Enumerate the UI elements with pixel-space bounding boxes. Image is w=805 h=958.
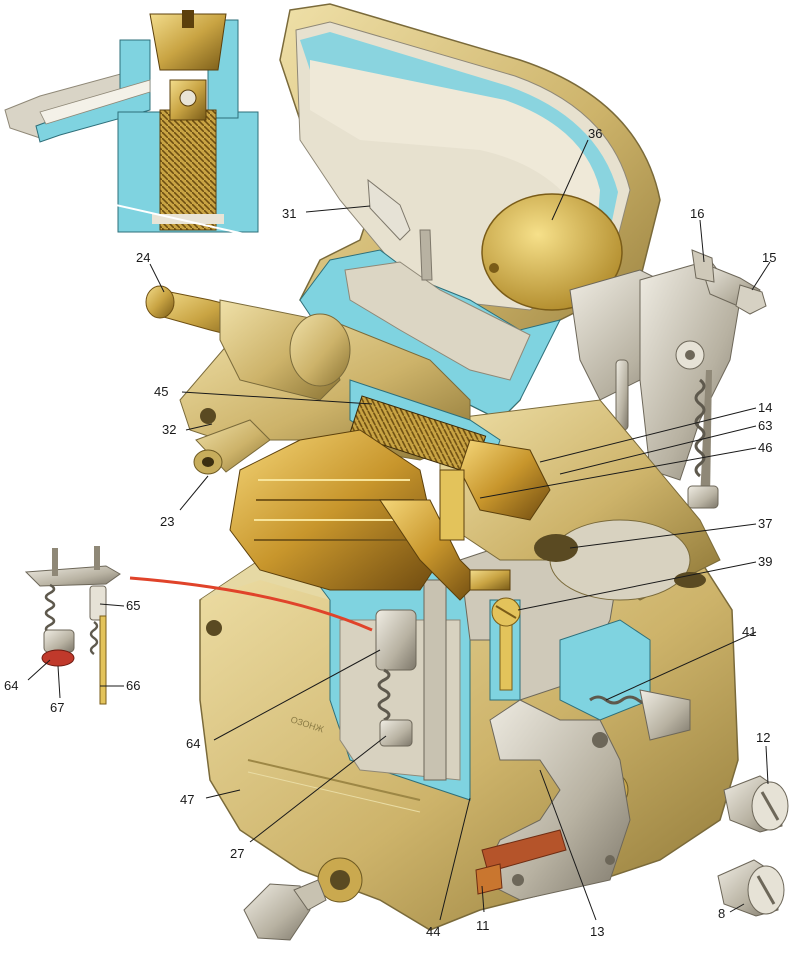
callout-11: 11 — [476, 918, 490, 933]
callout-46: 46 — [758, 440, 772, 455]
callout-15: 15 — [762, 250, 776, 265]
vent-tube — [367, 178, 411, 241]
callout-27: 27 — [230, 846, 244, 861]
callout-13: 13 — [590, 924, 604, 939]
callout-12: 12 — [756, 730, 770, 745]
callout-14: 14 — [758, 400, 772, 415]
callout-labels: 36 31 16 15 24 45 14 63 32 46 23 37 39 6… — [4, 126, 776, 939]
choke-valve-disc — [481, 193, 623, 311]
callout-16: 16 — [690, 206, 704, 221]
callout-41: 41 — [742, 624, 756, 639]
fuel-inlet-fitting — [145, 285, 175, 319]
jet-detail-inset — [4, 10, 263, 239]
callout-8: 8 — [718, 906, 725, 921]
callout-65: 65 — [126, 598, 140, 613]
leader-lines — [27, 139, 771, 921]
screw-12 — [723, 775, 789, 833]
screw-8 — [717, 859, 785, 917]
float — [229, 429, 441, 591]
choke-disc-screw — [489, 263, 499, 273]
callout-32: 32 — [162, 422, 176, 437]
callout-64-assembly: 64 — [4, 678, 18, 693]
callout-44: 44 — [426, 924, 440, 939]
callout-39: 39 — [758, 554, 772, 569]
callout-67: 67 — [50, 700, 64, 715]
callout-23: 23 — [160, 514, 174, 529]
callout-63: 63 — [758, 418, 772, 433]
callout-37: 37 — [758, 516, 772, 531]
callout-47: 47 — [180, 792, 194, 807]
callout-24: 24 — [136, 250, 150, 265]
callout-66: 66 — [126, 678, 140, 693]
drain-plug — [243, 879, 327, 941]
fiber-block — [481, 829, 567, 873]
callout-45: 45 — [154, 384, 168, 399]
assembly-pointer — [129, 576, 373, 632]
callout-36: 36 — [588, 126, 602, 141]
needle-valve — [439, 469, 465, 541]
pump-assembly-exploded — [24, 546, 121, 705]
callout-31: 31 — [282, 206, 296, 221]
callout-64: 64 — [186, 736, 200, 751]
choke-linkage — [569, 249, 767, 509]
pump-piston — [375, 609, 417, 671]
